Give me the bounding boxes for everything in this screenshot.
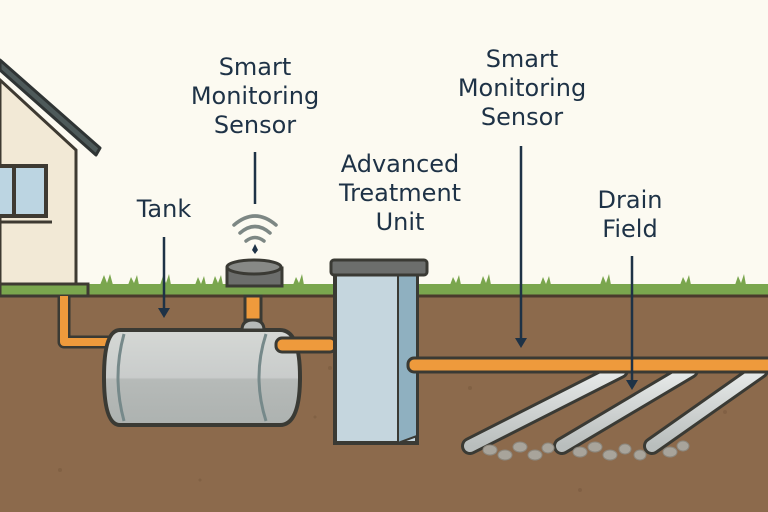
label-tank: Tank	[136, 195, 192, 223]
septic-tank	[101, 318, 303, 427]
gravel-bed	[482, 440, 690, 461]
arrowheads	[158, 308, 638, 390]
label-drain-field: Drain Field	[597, 186, 663, 243]
distribution-pipe	[406, 356, 768, 374]
wifi-signal-icon	[232, 214, 278, 243]
leader-lines	[162, 146, 634, 382]
sensor-riser	[243, 294, 263, 322]
wifi-dot	[252, 244, 258, 254]
advanced-treatment-unit	[329, 258, 429, 445]
tank-outlet-pipe	[274, 336, 338, 354]
smart-sensor	[225, 258, 284, 288]
house	[0, 58, 102, 298]
drain-field-pipes	[461, 361, 768, 455]
label-treatment-unit: Advanced Treatment Unit	[338, 150, 462, 236]
label-sensor-left: Smart Monitoring Sensor	[190, 53, 320, 139]
label-sensor-right: Smart Monitoring Sensor	[457, 45, 587, 131]
